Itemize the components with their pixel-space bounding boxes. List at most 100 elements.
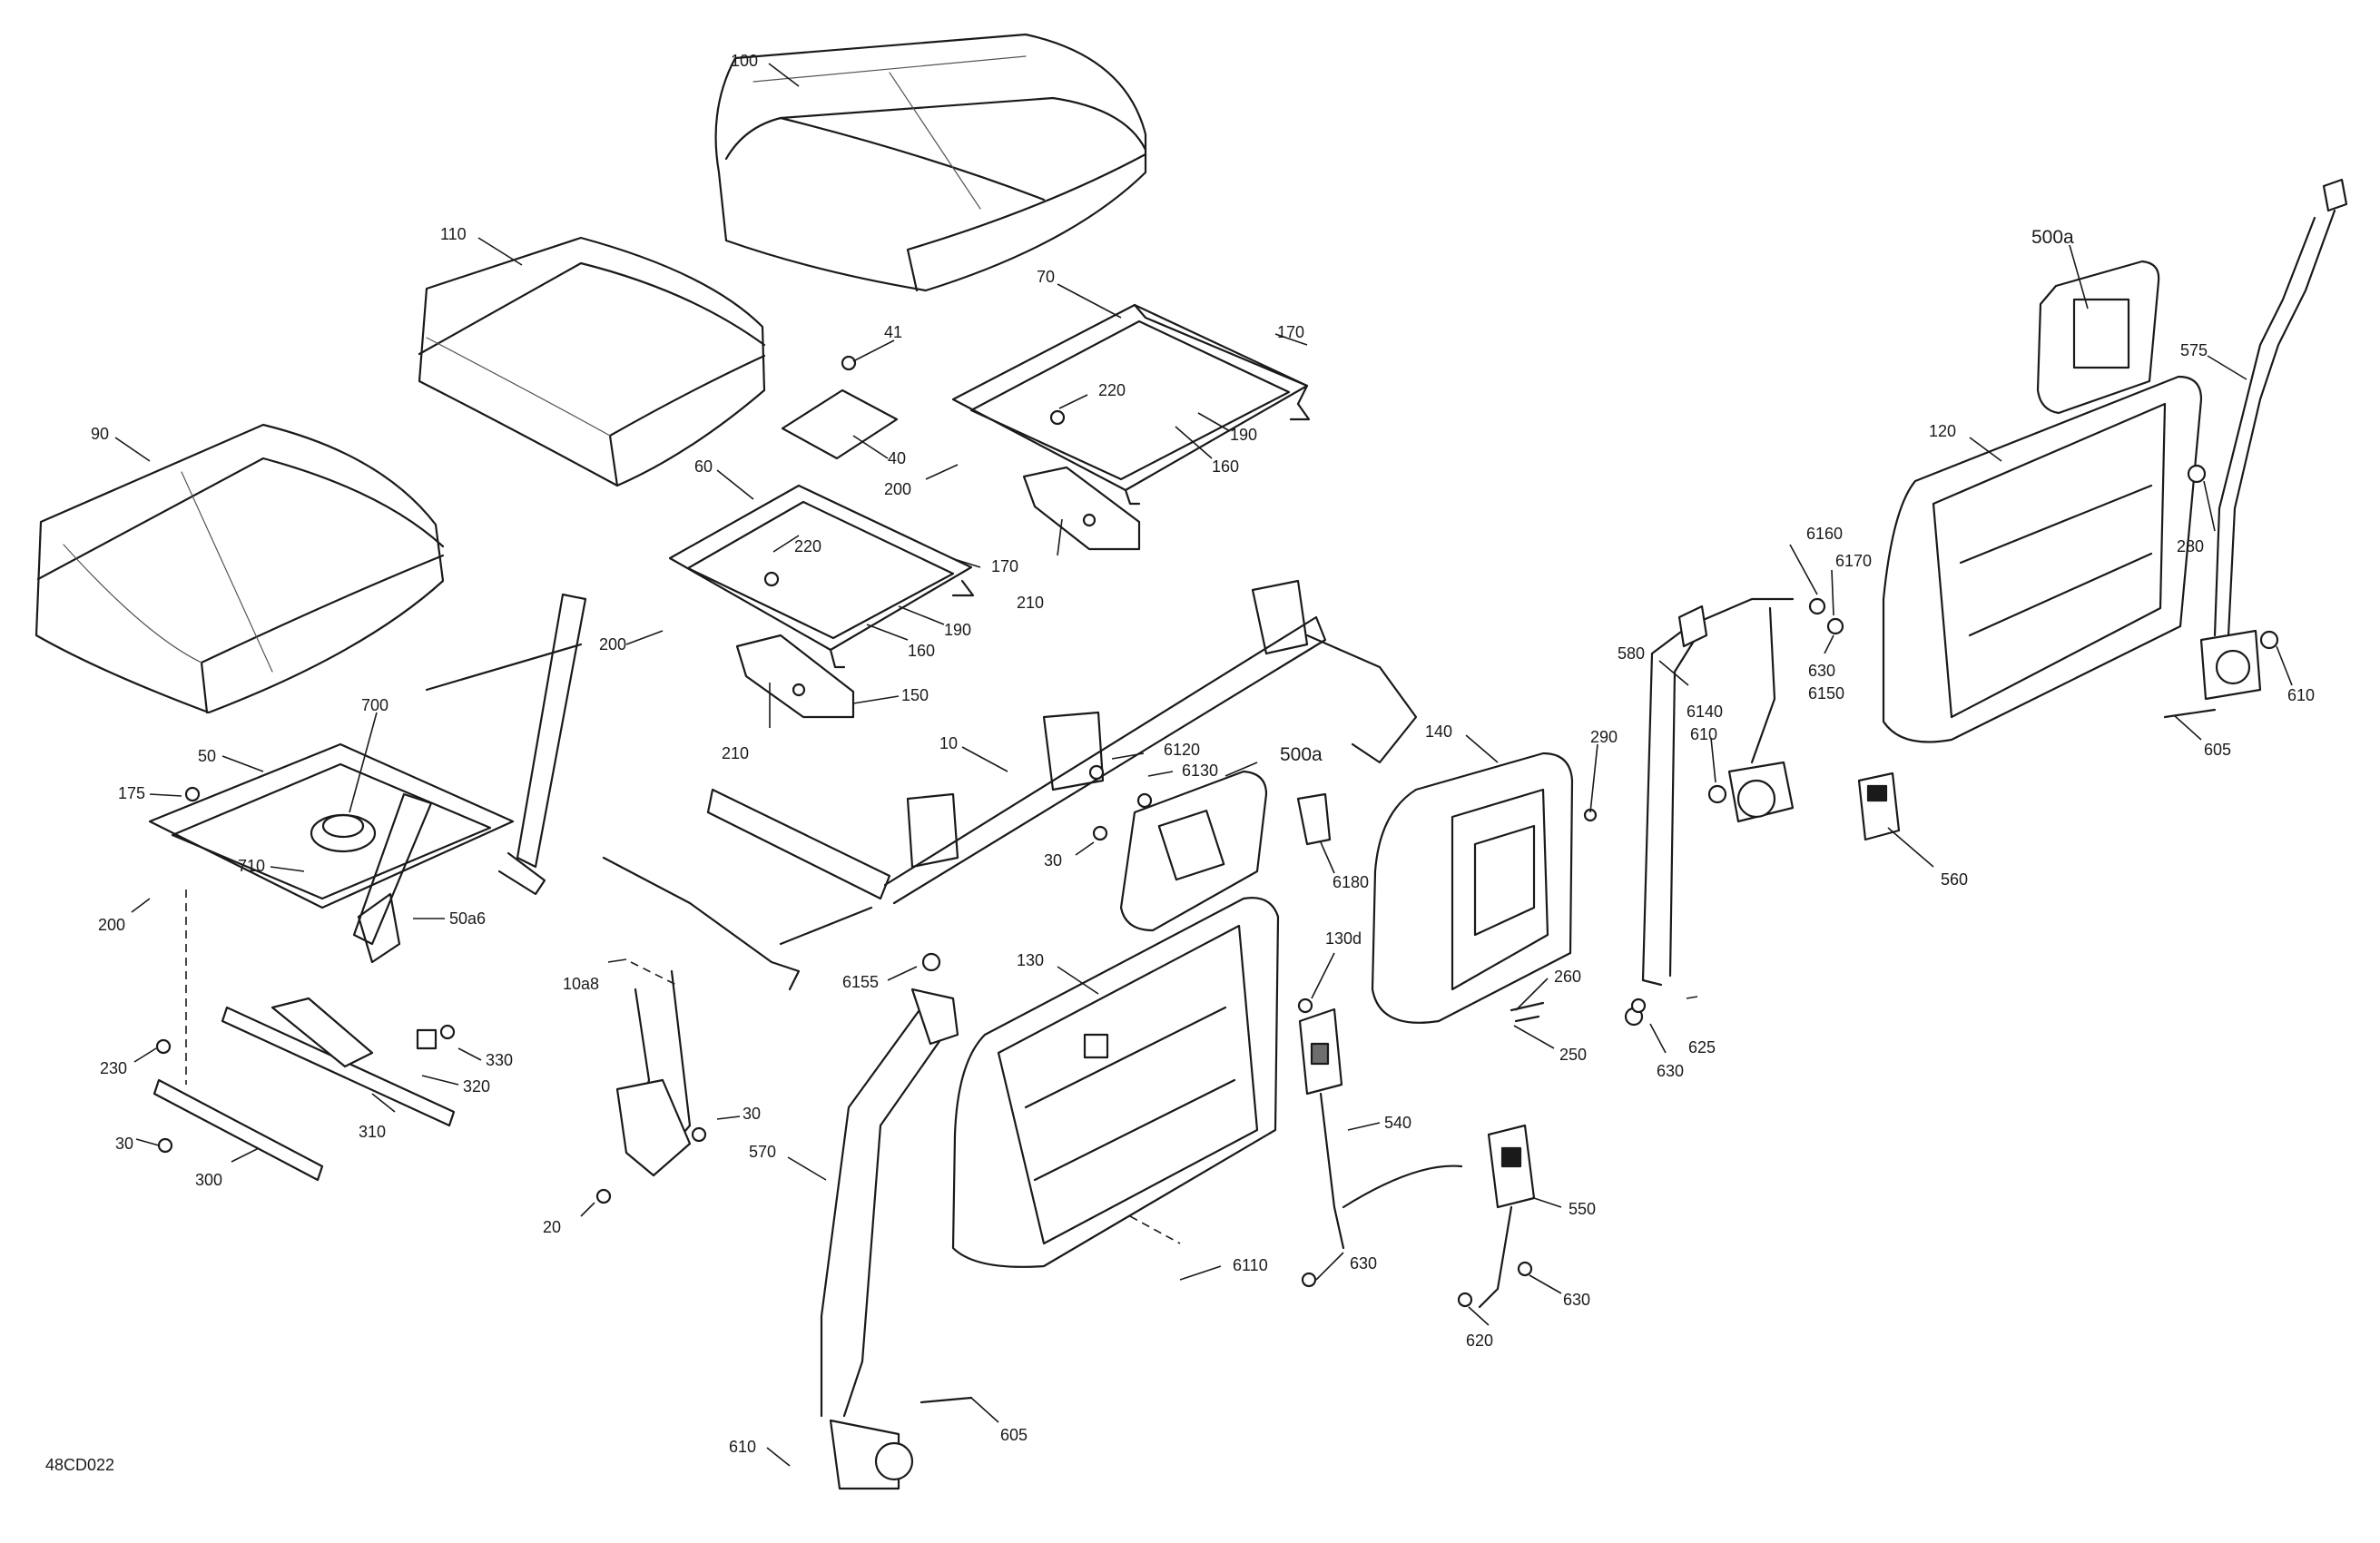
callout-620: 620	[1466, 1332, 1493, 1350]
seat-frame-60	[668, 484, 975, 669]
callout-220-lower: 220	[794, 537, 821, 555]
callout-570: 570	[749, 1143, 776, 1161]
seat-cushion-100	[714, 33, 1147, 292]
callout-575: 575	[2180, 341, 2208, 359]
callout-330: 330	[486, 1051, 513, 1069]
callout-280: 280	[2177, 537, 2204, 555]
callout-230: 230	[100, 1059, 127, 1077]
callout-605-right: 605	[2204, 741, 2231, 759]
seatbelt-570	[820, 988, 959, 1490]
mounting-plate-40	[781, 388, 899, 460]
callout-labels: 100 110 90 70 170 41 220 40 200 190 160 …	[91, 52, 2315, 1467]
buckle-540	[1298, 1007, 1463, 1250]
callout-610-lower: 610	[729, 1438, 756, 1456]
callout-320: 320	[463, 1077, 490, 1096]
callout-170-lower: 170	[991, 557, 1018, 575]
callout-500a-mid: 500a	[1280, 744, 1323, 765]
callout-500a-right: 500a	[2031, 227, 2074, 248]
slide-rail-300	[152, 997, 456, 1182]
callout-120: 120	[1929, 422, 1956, 440]
headrest-500a-mid	[1119, 770, 1268, 932]
callout-310: 310	[359, 1123, 386, 1141]
callout-190-upper: 190	[1230, 426, 1257, 444]
callout-6150: 6150	[1808, 684, 1844, 703]
callout-6160: 6160	[1806, 525, 1843, 543]
callout-41: 41	[884, 323, 902, 341]
callout-625: 625	[1688, 1038, 1716, 1057]
callout-6170: 6170	[1835, 552, 1872, 570]
callout-210-lower: 210	[722, 744, 749, 762]
callout-30-upper: 30	[1044, 851, 1062, 870]
seatbelt-575	[2199, 178, 2348, 701]
callout-10: 10	[939, 734, 958, 752]
callout-90: 90	[91, 425, 109, 443]
bracket-150	[735, 634, 855, 719]
callout-260: 260	[1554, 968, 1581, 986]
callout-200-left: 200	[98, 916, 125, 934]
bracket-210	[1022, 466, 1141, 551]
buckle-560	[1857, 772, 1901, 841]
callout-6155: 6155	[842, 973, 879, 991]
seat-base-50	[148, 593, 587, 964]
fastener-set	[155, 355, 2279, 1404]
callout-170-upper: 170	[1277, 323, 1304, 341]
callout-6130: 6130	[1182, 762, 1218, 780]
callout-50: 50	[198, 747, 216, 765]
callout-20: 20	[543, 1218, 561, 1236]
callout-160-lower: 160	[908, 642, 935, 660]
callout-200-mid: 200	[599, 635, 626, 654]
callout-630-belt580: 630	[1808, 662, 1835, 680]
callout-150: 150	[901, 686, 929, 704]
callout-100: 100	[731, 52, 758, 70]
callout-210-upper: 210	[1017, 594, 1044, 612]
callout-250: 250	[1559, 1046, 1587, 1064]
seat-back-130	[951, 897, 1280, 1268]
callout-6120: 6120	[1164, 741, 1200, 759]
callout-6140: 6140	[1687, 703, 1723, 721]
headrest-500a-right	[2036, 260, 2160, 415]
callout-40: 40	[888, 449, 906, 467]
callout-30-left: 30	[115, 1135, 133, 1153]
callout-175: 175	[118, 784, 145, 802]
figure-reference-code: 48CD022	[45, 1456, 115, 1474]
callout-30-lower: 30	[743, 1105, 761, 1123]
clip-6180	[1296, 792, 1332, 846]
buckle-550	[1478, 1124, 1536, 1309]
callout-700: 700	[361, 696, 388, 714]
callout-130d: 130d	[1325, 929, 1362, 948]
seat-back-120	[1882, 375, 2203, 743]
callout-200-upper: 200	[884, 480, 911, 498]
callout-605-lower: 605	[1000, 1426, 1028, 1444]
callout-610-right: 610	[2287, 686, 2315, 704]
callout-70: 70	[1037, 268, 1055, 286]
callout-220-upper: 220	[1098, 381, 1126, 399]
callout-50a6: 50a6	[449, 909, 486, 928]
assembly-line-frame	[630, 961, 677, 986]
callout-550: 550	[1569, 1200, 1596, 1218]
callout-560: 560	[1941, 870, 1968, 889]
callout-190-lower: 190	[944, 621, 971, 639]
assembly-line-bolt	[1129, 1215, 1181, 1244]
callout-60: 60	[694, 457, 713, 476]
frame-assembly-10	[602, 579, 1418, 1177]
callout-110: 110	[440, 225, 467, 243]
callout-540: 540	[1384, 1114, 1411, 1132]
callout-140: 140	[1425, 722, 1452, 741]
callout-580: 580	[1618, 644, 1645, 663]
callout-290: 290	[1590, 728, 1618, 746]
callout-630-buckle550: 630	[1563, 1291, 1590, 1309]
callout-610-mid: 610	[1690, 725, 1717, 743]
callout-6180: 6180	[1333, 873, 1369, 891]
callout-130: 130	[1017, 951, 1044, 969]
callout-710: 710	[238, 857, 265, 875]
seat-back-140	[1371, 752, 1574, 1024]
callout-300: 300	[195, 1171, 222, 1189]
callout-6110: 6110	[1233, 1256, 1268, 1274]
seat-cushion-90	[34, 423, 445, 714]
callout-10a8: 10a8	[563, 975, 599, 993]
seat-frame-70	[951, 303, 1311, 506]
seat-cushion-110	[418, 236, 766, 487]
callout-630-buckle540: 630	[1350, 1254, 1377, 1273]
callout-630-belt580-lower: 630	[1657, 1062, 1684, 1080]
